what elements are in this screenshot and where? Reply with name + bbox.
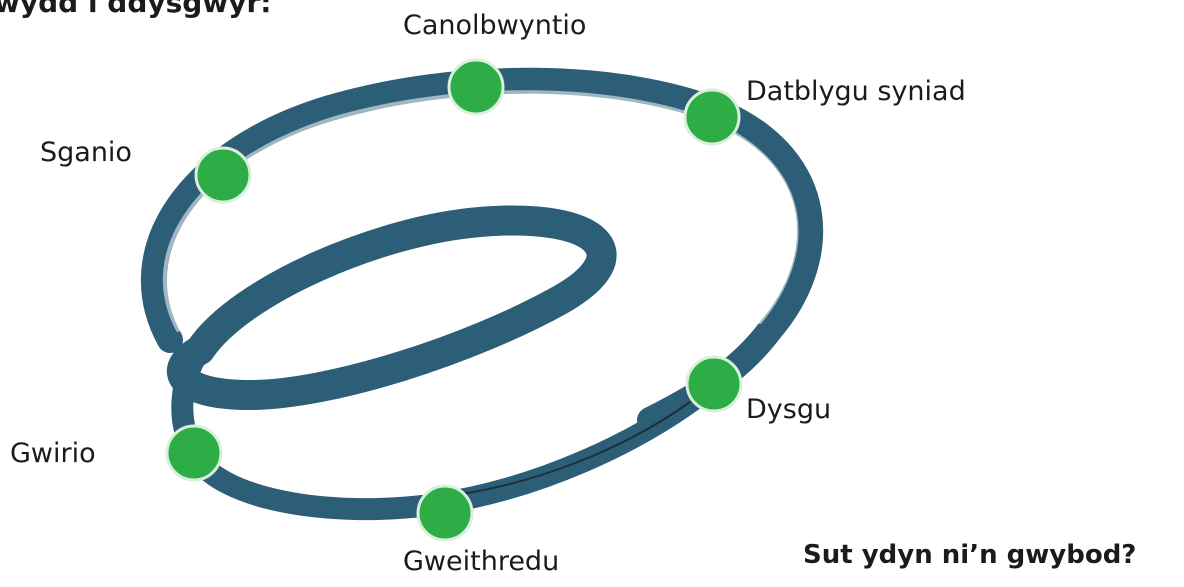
node-gwirio [165,424,223,482]
node-gweithredu [416,484,474,542]
stage-nodes [165,58,743,542]
node-datblygu [683,88,741,146]
label-gweithredu: Gweithredu [403,546,560,577]
node-sganio [194,146,252,204]
label-datblygu: Datblygu syniad [746,76,966,107]
page-title: wydd i ddysgwyr: [0,0,272,19]
inner-loop [167,205,617,411]
label-dysgu: Dysgu [746,394,832,425]
label-sganio: Sganio [40,137,132,168]
label-gwirio: Gwirio [10,438,96,469]
node-dysgu [685,355,743,413]
question-text: Sut ydyn ni’n gwybod? [803,540,1137,570]
label-canolbwyntio: Canolbwyntio [403,10,587,41]
node-canolbwyntio [447,58,505,116]
